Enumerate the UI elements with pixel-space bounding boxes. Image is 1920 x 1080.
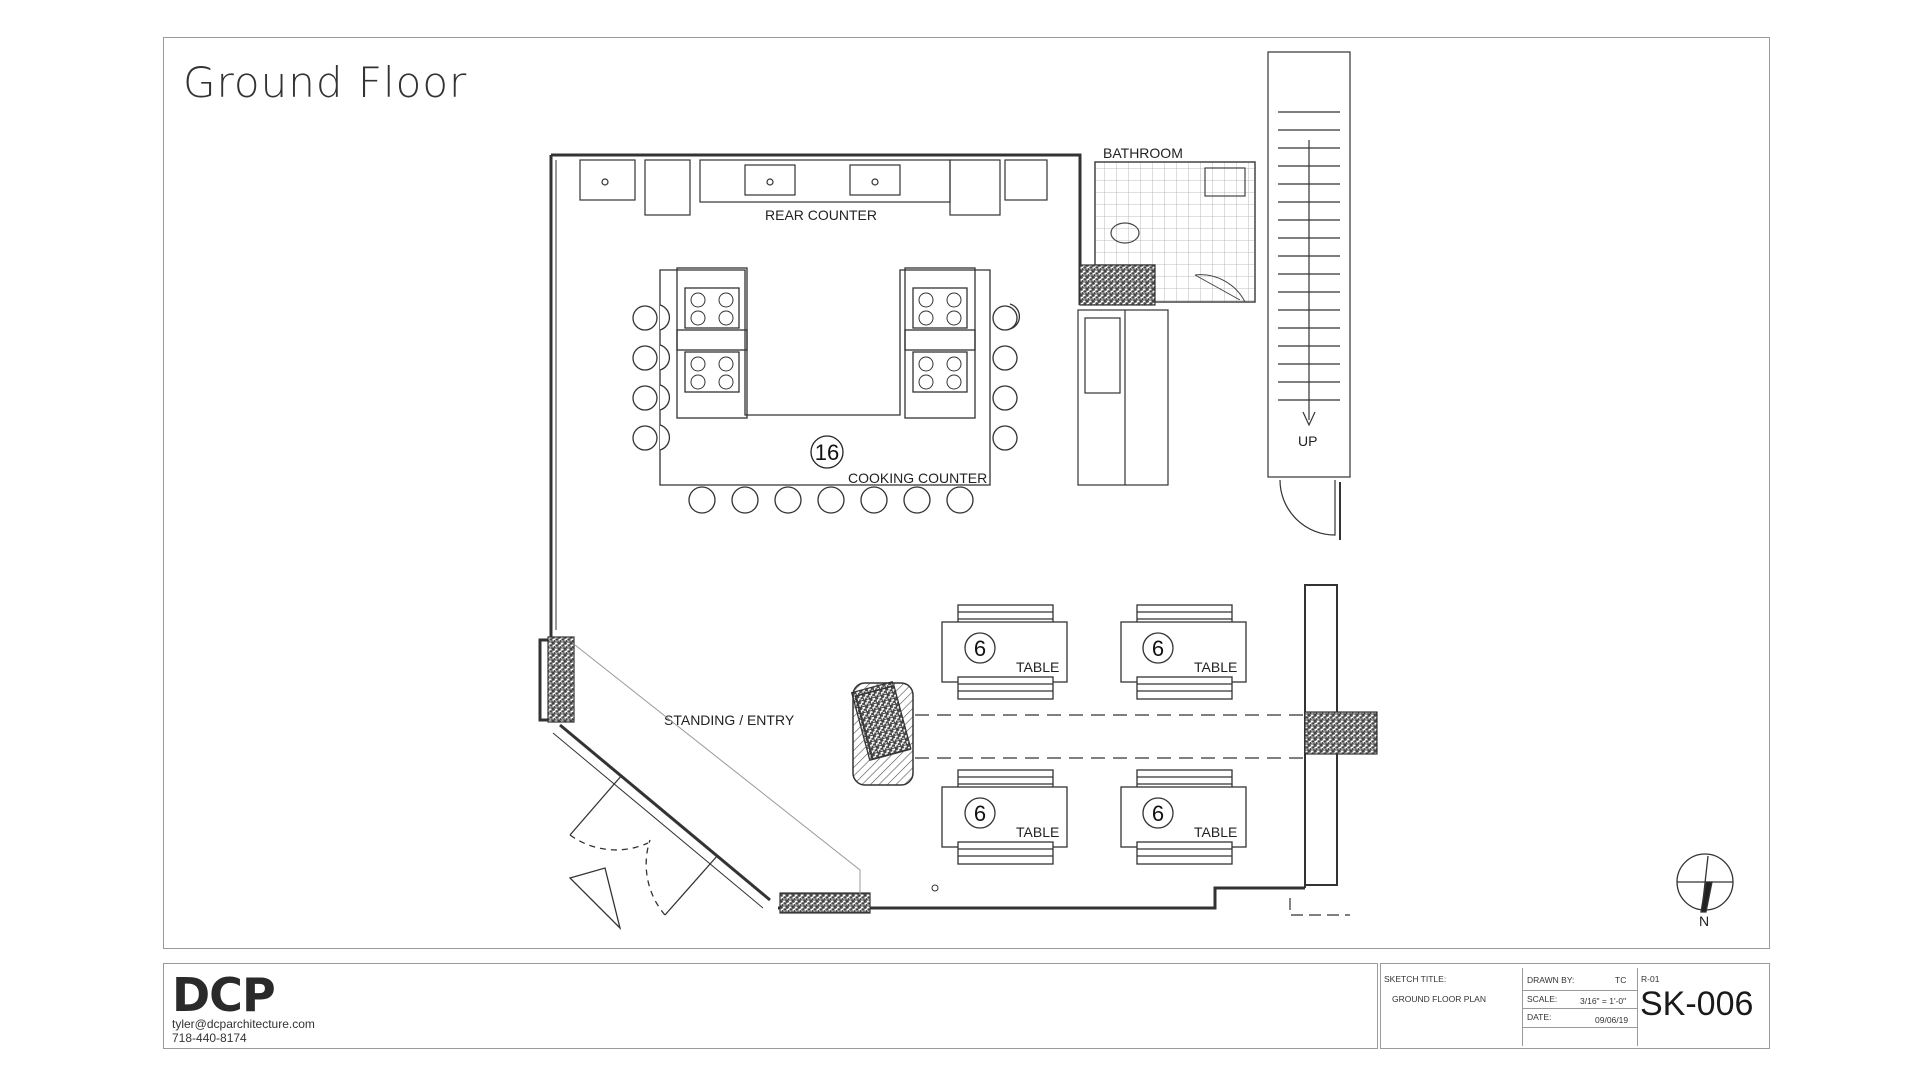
scale-value: 3/16" = 1'-0" — [1580, 996, 1627, 1006]
refrigerators — [1077, 309, 1169, 486]
cooking-counter-label: COOKING COUNTER — [848, 470, 987, 486]
stair-up-label: UP — [1298, 433, 1317, 449]
bathroom-label: BATHROOM — [1103, 145, 1183, 161]
sketch-title-label: SKETCH TITLE: — [1384, 974, 1447, 984]
revision-label: R-01 — [1641, 974, 1660, 984]
scale-label: SCALE: — [1527, 994, 1558, 1004]
wall-west — [538, 155, 553, 722]
sketch-title-value: GROUND FLOOR PLAN — [1392, 994, 1486, 1004]
staircase — [1267, 51, 1351, 540]
north-label: N — [1699, 913, 1709, 929]
wall-diagonal-entry — [559, 723, 771, 902]
table-1-label: TABLE — [1016, 659, 1059, 675]
table-1 — [941, 604, 1068, 700]
table-4 — [1120, 769, 1247, 865]
sheet-number: SK-006 — [1640, 985, 1754, 1023]
table-2 — [1120, 604, 1247, 700]
drawing-sheet-border — [163, 37, 1770, 949]
wall-diagonal-entry-inner — [552, 732, 764, 909]
date-label: DATE: — [1527, 1012, 1552, 1022]
contact-phone: 718-440-8174 — [172, 1031, 247, 1045]
entry-doors — [568, 774, 719, 931]
north-arrow — [1676, 853, 1734, 913]
wall-north — [551, 153, 1082, 305]
counter-seat-count: 16 — [815, 440, 839, 465]
drawn-by-label: DRAWN BY: — [1527, 975, 1575, 985]
wall-south — [778, 886, 1305, 910]
contact-email: tyler@dcparchitecture.com — [172, 1017, 315, 1031]
table-3-seats: 6 — [974, 801, 986, 826]
page-title: Ground Floor — [183, 58, 468, 107]
cooking-counter — [659, 267, 991, 486]
dining-tables — [941, 604, 1247, 865]
counter-stools — [632, 303, 1021, 514]
guidelines — [915, 714, 1305, 759]
table-1-seats: 6 — [974, 636, 986, 661]
table-2-seats: 6 — [1152, 636, 1164, 661]
table-3 — [941, 769, 1068, 865]
counter-seat-count-circle — [810, 435, 844, 469]
rear-counter — [579, 159, 1048, 216]
date-value: 09/06/19 — [1595, 1015, 1629, 1025]
drawn-by-value: TC — [1615, 975, 1627, 985]
table-2-label: TABLE — [1194, 659, 1237, 675]
table-4-seats: 6 — [1152, 801, 1164, 826]
rear-counter-label: REAR COUNTER — [765, 207, 877, 223]
table-3-label: TABLE — [1016, 824, 1059, 840]
title-block-left — [163, 963, 1378, 1049]
entry-sightline — [574, 644, 861, 895]
title-block-right — [1380, 963, 1770, 1049]
table-4-label: TABLE — [1194, 824, 1237, 840]
company-logo: DCP — [172, 968, 276, 1022]
standing-entry-label: STANDING / ENTRY — [664, 712, 795, 728]
